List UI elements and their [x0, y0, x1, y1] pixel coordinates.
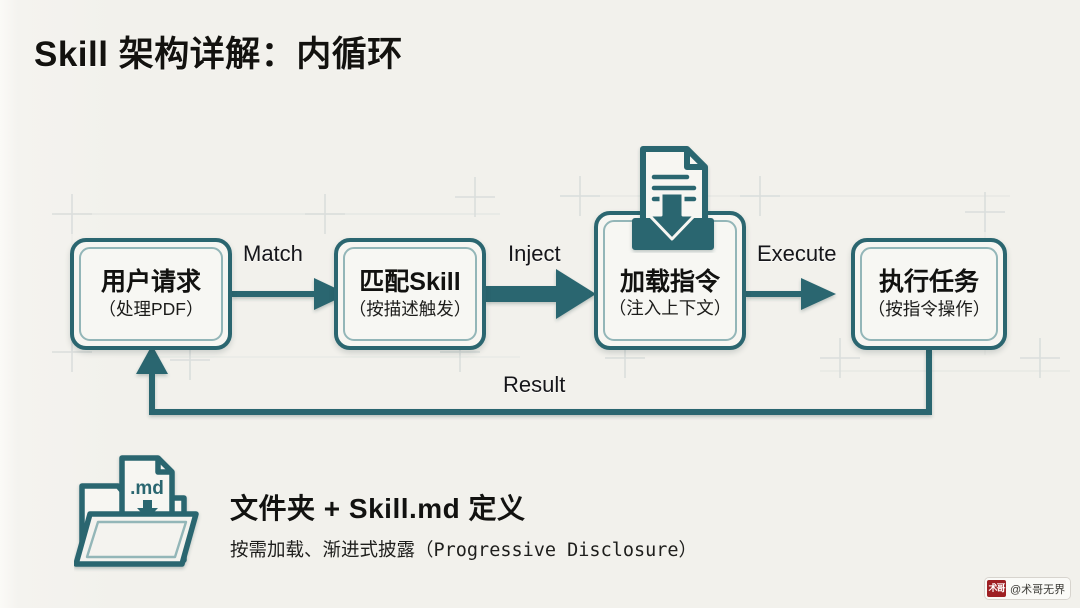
node-subtitle: （注入上下文）: [608, 298, 732, 319]
node-title: 加载指令: [619, 267, 720, 296]
folder-md-file-icon: .md: [74, 455, 199, 567]
node-inner-frame: 匹配Skill （按描述触发）: [343, 247, 477, 341]
node-subtitle: （按描述触发）: [348, 298, 472, 319]
node-title: 执行任务: [878, 268, 979, 297]
page-title: Skill 架构详解：内循环: [34, 35, 403, 74]
connector-inject: [486, 269, 596, 319]
connector-execute: [746, 278, 836, 310]
node-title: 用户请求: [100, 268, 201, 297]
watermark-badge: 术哥 @术哥无界: [985, 578, 1071, 599]
footer-caption-subtitle: 按需加载、渐进式披露（Progressive Disclosure）: [230, 540, 698, 561]
node-inner-frame: 执行任务 （按指令操作）: [860, 247, 998, 341]
footer-caption-title: 文件夹 + Skill.md 定义: [230, 493, 526, 524]
node-title: 匹配Skill: [359, 268, 461, 297]
flow-node-user-request[interactable]: 用户请求 （处理PDF）: [70, 238, 232, 350]
watermark-handle: @术哥无界: [1010, 583, 1066, 596]
flow-node-match-skill[interactable]: 匹配Skill （按描述触发）: [334, 238, 486, 350]
document-download-icon: [632, 146, 714, 250]
watermark-logo: 术哥: [987, 580, 1006, 597]
footer-section: .md 文件夹 + Skill.md 定义 按需加载、渐进式披露（Progres…: [74, 452, 874, 572]
connector-match: [232, 278, 348, 310]
flow-node-execute-task[interactable]: 执行任务 （按指令操作）: [851, 238, 1007, 350]
connector-label-execute: Execute: [757, 241, 837, 266]
node-subtitle: （按指令操作）: [867, 298, 991, 319]
connector-label-result: Result: [503, 372, 566, 397]
connector-label-match: Match: [243, 241, 303, 266]
footer-caption: 文件夹 + Skill.md 定义 按需加载、渐进式披露（Progressive…: [230, 487, 697, 562]
node-inner-frame: 用户请求 （处理PDF）: [79, 247, 223, 341]
connector-label-inject: Inject: [508, 241, 561, 266]
node-subtitle: （处理PDF）: [98, 298, 204, 319]
md-file-badge-label: .md: [130, 478, 164, 499]
